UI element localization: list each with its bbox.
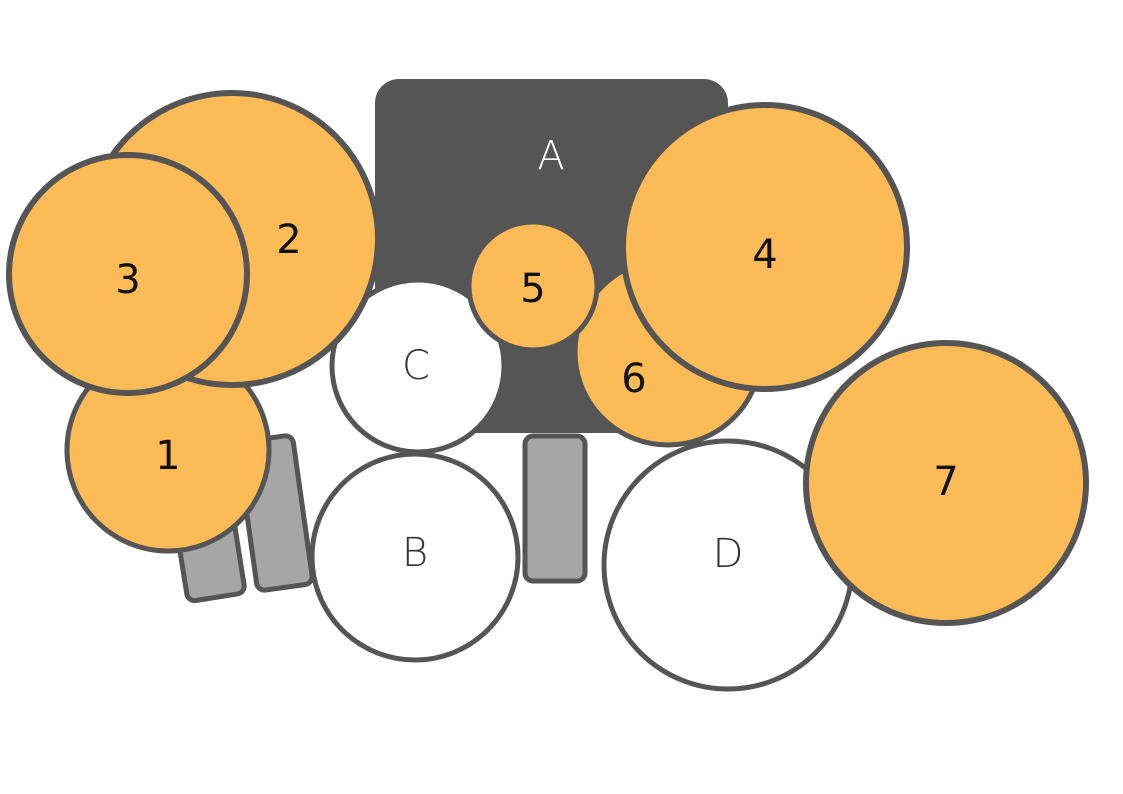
cymbal-4: [620, 102, 910, 392]
label-2: 2: [276, 217, 301, 263]
label-3: 3: [115, 257, 140, 303]
label-6: 6: [621, 356, 646, 402]
label-b: B: [402, 530, 428, 576]
label-7: 7: [933, 459, 958, 505]
label-d: D: [713, 531, 744, 577]
cymbal-3: [6, 152, 250, 396]
label-1: 1: [155, 433, 180, 479]
drum-b: [309, 451, 521, 663]
pedal-center: [522, 433, 588, 584]
label-4: 4: [752, 232, 777, 278]
cymbal-7: [803, 340, 1089, 626]
label-a: A: [537, 133, 564, 179]
label-c: C: [402, 343, 430, 389]
cymbal-5: [466, 219, 600, 353]
label-5: 5: [520, 266, 545, 312]
